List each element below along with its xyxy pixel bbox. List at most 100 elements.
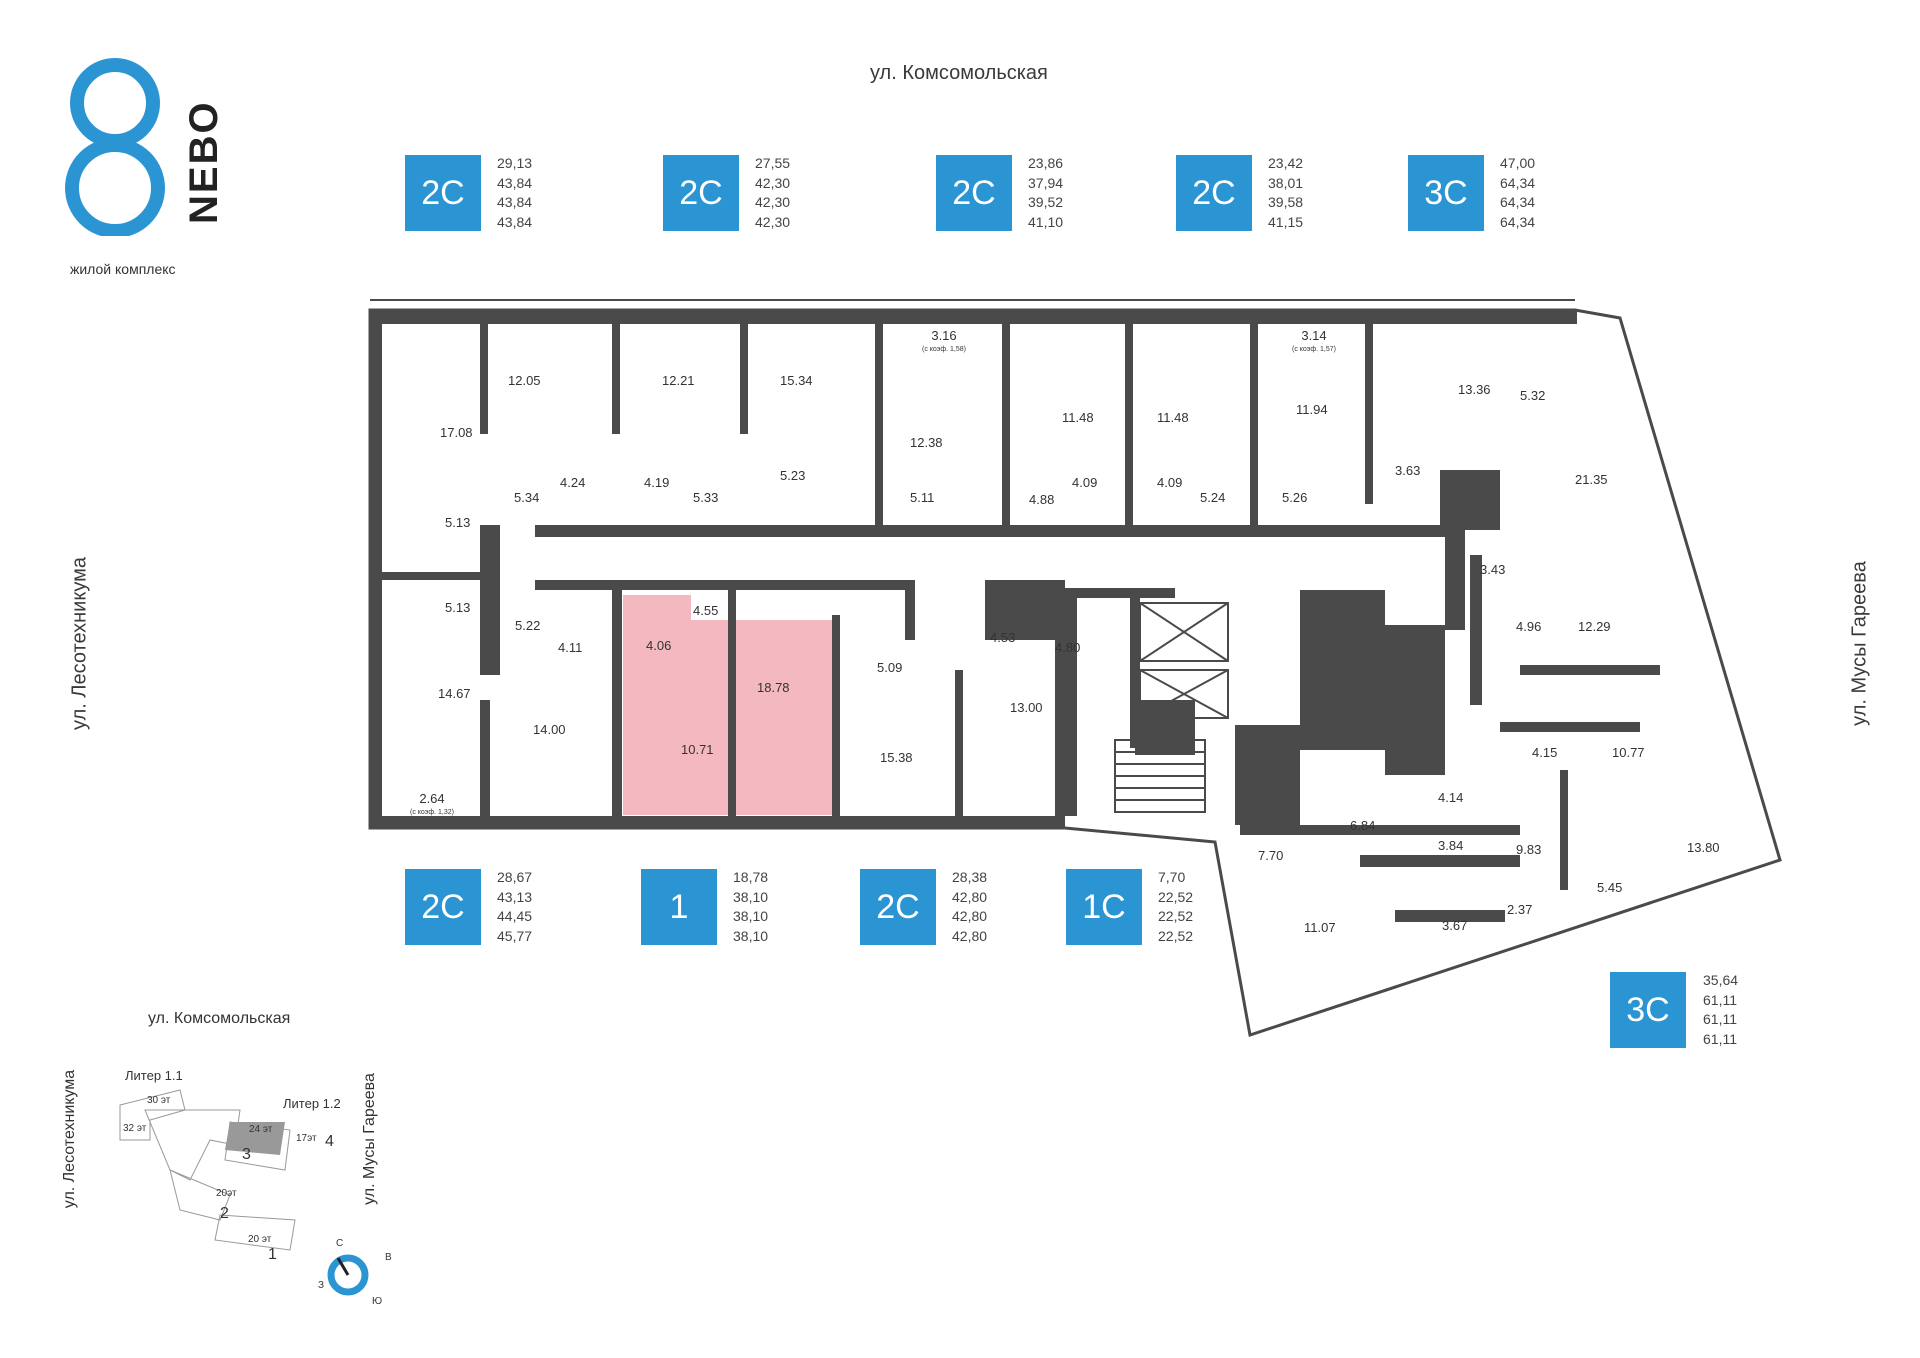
compass-south: Ю (372, 1296, 383, 1307)
logo-subtitle: жилой комплекс (70, 261, 176, 277)
apt-badge-top-4[interactable]: 2С (1176, 155, 1252, 231)
apt-badge-top-2[interactable]: 2С (663, 155, 739, 231)
room-label: 2.37 (1507, 902, 1533, 917)
compass-icon (327, 1254, 369, 1296)
room-label: 5.45 (1597, 880, 1623, 895)
room-label: 5.34 (514, 490, 540, 505)
minimap-floor: 20 эт (248, 1234, 272, 1245)
room-label: 5.13 (445, 515, 471, 530)
compass-north: С (336, 1238, 344, 1249)
room-label: 5.11 (910, 490, 935, 505)
logo-eight-icon (65, 58, 165, 236)
room-label: 4.53 (990, 630, 1016, 645)
balcony-label-1: 3.16(с коэф. 1,58) (922, 328, 966, 353)
room-label: 13.80 (1687, 840, 1720, 855)
room-label: 5.22 (515, 618, 541, 633)
room-label: 4.09 (1157, 475, 1183, 490)
apt-badge-bottom-4[interactable]: 1С (1066, 869, 1142, 945)
compass-east: В (385, 1252, 392, 1263)
minimap-site-plan (119, 1089, 296, 1251)
apt-badge-bottom-1[interactable]: 2С (405, 869, 481, 945)
balcony-label-2: 3.14(с коэф. 1,57) (1292, 328, 1336, 353)
site-minimap: ул. Комсомольская ул. Лесотехникума ул. … (50, 1010, 430, 1310)
room-label: 12.38 (910, 435, 943, 450)
minimap-floor: 20эт (216, 1188, 237, 1199)
room-label: 3.43 (1480, 562, 1506, 577)
room-label: 5.33 (693, 490, 719, 505)
logo: NEBO жилой комплекс (60, 56, 230, 277)
minimap-section: 2 (220, 1205, 229, 1222)
room-label: 12.29 (1578, 619, 1611, 634)
room-label: 11.07 (1304, 920, 1336, 935)
minimap-floor: 30 эт (147, 1095, 171, 1106)
apt-badge-top-3[interactable]: 2С (936, 155, 1012, 231)
minimap-liter-1: Литер 1.1 (125, 1068, 183, 1083)
room-label: 14.00 (533, 722, 566, 737)
room-label: 11.48 (1157, 410, 1189, 425)
room-label: 15.38 (880, 750, 913, 765)
room-label: 17.08 (440, 425, 473, 440)
apt-badge-top-5[interactable]: 3С (1408, 155, 1484, 231)
room-label: 12.21 (662, 373, 695, 388)
minimap-section: 3 (242, 1146, 251, 1163)
room-label: 5.23 (780, 468, 806, 483)
room-label: 3.63 (1395, 463, 1421, 478)
room-label: 4.11 (558, 640, 583, 655)
room-label: 5.09 (877, 660, 903, 675)
apt-badge-top-1[interactable]: 2С (405, 155, 481, 231)
room-label: 3.84 (1438, 838, 1464, 853)
room-label: 4.19 (644, 475, 670, 490)
room-label: 5.24 (1200, 490, 1226, 505)
room-label: 18.78 (757, 680, 790, 695)
room-label: 11.48 (1062, 410, 1094, 425)
balcony-label-3: 2.64(с коэф. 1,32) (410, 791, 454, 816)
minimap-section: 1 (268, 1246, 277, 1263)
apt-badge-right[interactable]: 3С (1610, 972, 1686, 1048)
room-label: 4.80 (1055, 640, 1081, 655)
room-label: 21.35 (1575, 472, 1608, 487)
room-label: 4.55 (693, 603, 719, 618)
room-label: 9.83 (1516, 842, 1542, 857)
room-label: 7.70 (1258, 848, 1284, 863)
room-label: 5.32 (1520, 388, 1546, 403)
street-top-label: ул. Комсомольская (870, 62, 1048, 84)
room-label: 13.36 (1458, 382, 1491, 397)
room-label: 4.06 (646, 638, 672, 653)
room-label: 11.94 (1296, 402, 1328, 417)
room-label: 4.88 (1029, 492, 1055, 507)
room-label: 15.34 (780, 373, 813, 388)
minimap-floor: 32 эт (123, 1123, 147, 1134)
room-label: 4.09 (1072, 475, 1098, 490)
room-label: 10.77 (1612, 745, 1645, 760)
room-label: 4.24 (560, 475, 586, 490)
apt-badge-bottom-3[interactable]: 2С (860, 869, 936, 945)
room-label: 4.14 (1438, 790, 1464, 805)
room-label: 12.05 (508, 373, 541, 388)
room-label: 5.26 (1282, 490, 1308, 505)
minimap-section: 4 (325, 1133, 334, 1150)
minimap-street-top: ул. Комсомольская (148, 1010, 291, 1027)
minimap-floor: 24 эт (249, 1124, 273, 1135)
minimap-floor: 17эт (296, 1133, 317, 1144)
room-label: 14.67 (438, 686, 471, 701)
room-label: 6.84 (1350, 818, 1376, 833)
minimap-liter-2: Литер 1.2 (283, 1096, 341, 1111)
apt-badge-bottom-2[interactable]: 1 (641, 869, 717, 945)
selected-apartment-bath (623, 595, 691, 675)
room-label: 3.67 (1442, 918, 1468, 933)
room-label: 10.71 (681, 742, 714, 757)
room-label: 5.13 (445, 600, 471, 615)
room-label: 13.00 (1010, 700, 1043, 715)
room-label: 4.96 (1516, 619, 1542, 634)
